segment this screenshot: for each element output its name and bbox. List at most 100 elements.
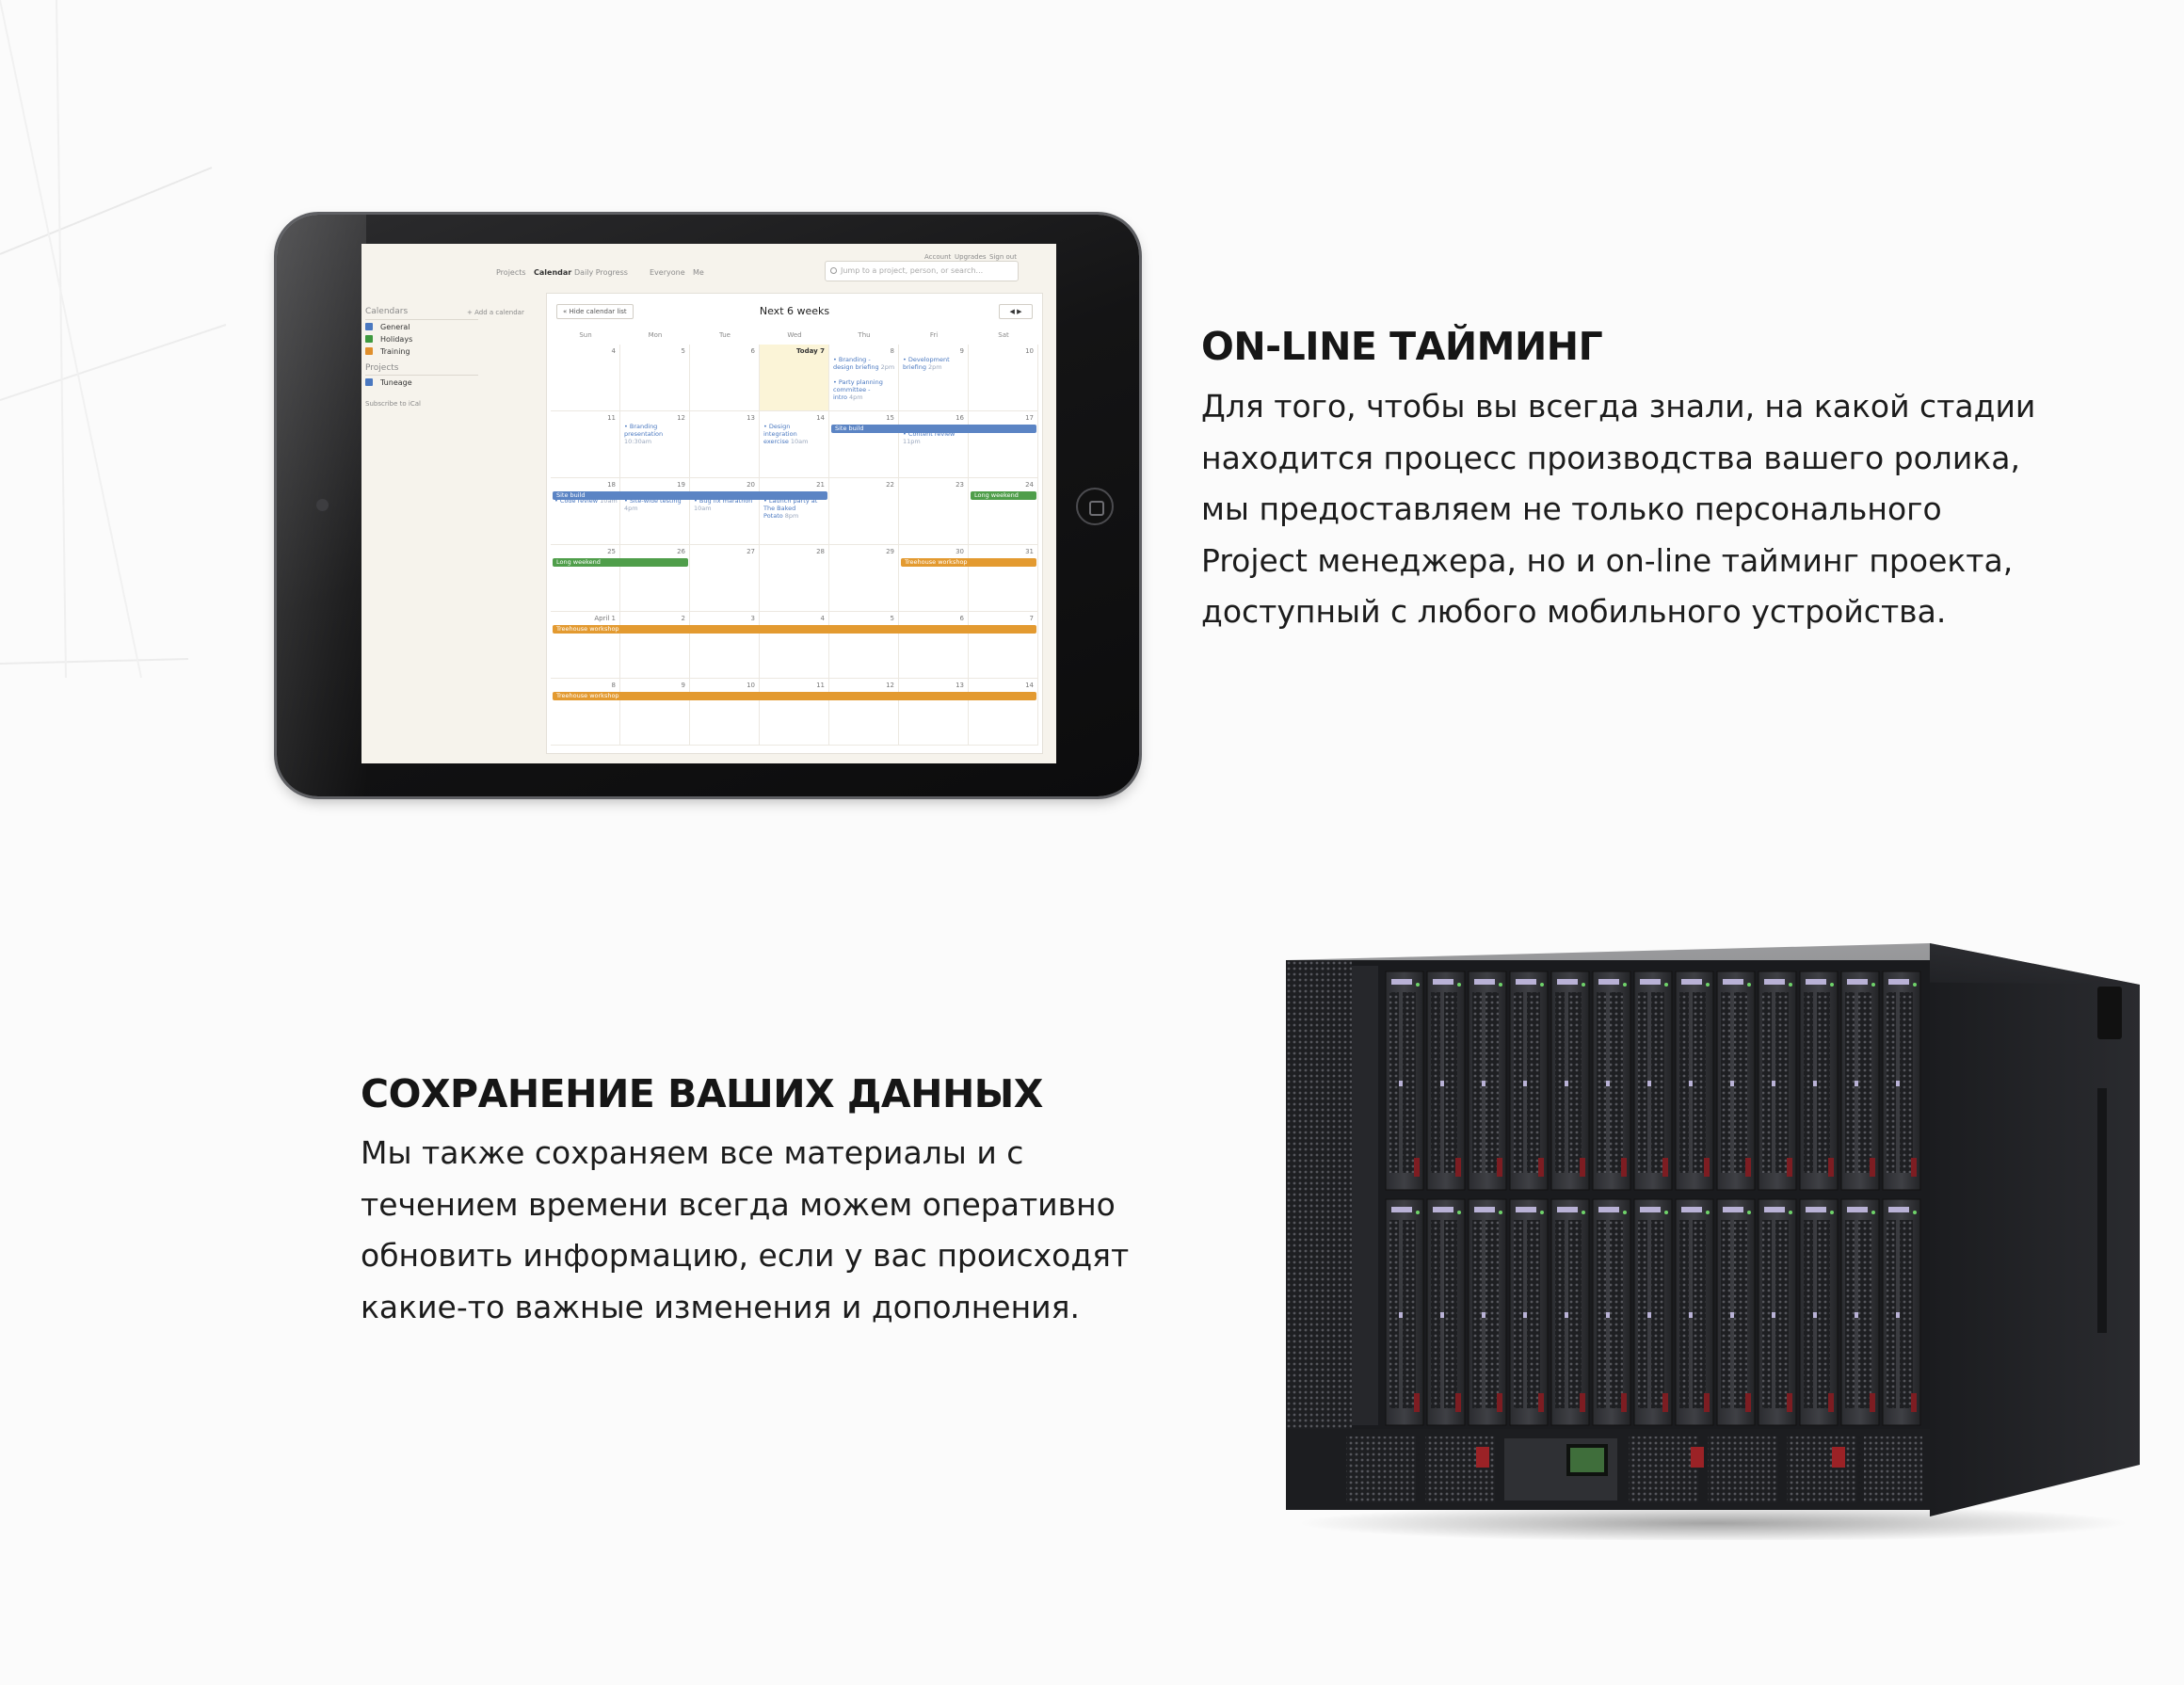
calendar-day-cell[interactable]: 18• Code review 10am	[551, 478, 620, 545]
signout-link[interactable]: Sign out	[989, 253, 1017, 261]
day-number: 17	[1025, 414, 1034, 422]
day-number: 10	[747, 682, 755, 689]
day-number: 15	[886, 414, 894, 422]
sidebar-item-holidays[interactable]: Holidays	[365, 334, 412, 344]
calendar-day-cell[interactable]: 4	[551, 345, 620, 411]
calendar-event[interactable]: • Content review 11pm	[903, 430, 956, 445]
calendar-event[interactable]: • Launch party at The Baked Potato 8pm	[763, 497, 818, 520]
calendar-day-cell[interactable]: 8	[551, 679, 620, 746]
calendar-day-cell[interactable]: 6	[690, 345, 760, 411]
day-number: 29	[886, 548, 894, 555]
nav-projects[interactable]: Projects	[496, 268, 526, 277]
day-number: 13	[747, 414, 755, 422]
day-number: 7	[1029, 615, 1034, 622]
day-number: 10	[1025, 347, 1034, 355]
calendar-event-bar[interactable]: Long weekend	[971, 491, 1036, 500]
calendar-day-cell[interactable]: 12	[829, 679, 899, 746]
calendar-event[interactable]: • Bug fix marathon 10am	[694, 497, 753, 512]
calendar-day-cell[interactable]: April 1	[551, 612, 620, 679]
calendar-day-cell[interactable]: 10	[969, 345, 1038, 411]
day-number: 4	[820, 615, 825, 622]
subscribe-ical-link[interactable]: Subscribe to iCal	[365, 400, 421, 408]
calendar-event[interactable]: • Code review 10am	[554, 497, 618, 505]
calendar-day-cell[interactable]: 15	[829, 411, 899, 478]
calendar-day-cell[interactable]: 13	[899, 679, 969, 746]
calendar-event-bar[interactable]: Treehouse workshop	[553, 692, 1036, 700]
calendar-day-cell[interactable]: 22	[829, 478, 899, 545]
nav-calendar[interactable]: Calendar	[534, 268, 572, 277]
calendar-event-bar[interactable]: Site build	[553, 491, 827, 500]
nav-daily-progress[interactable]: Daily Progress	[574, 268, 628, 277]
server-blade	[1509, 1198, 1549, 1426]
sidebar-item-general[interactable]: General	[365, 322, 410, 331]
calendar-event[interactable]: • Branding - design briefing 2pm	[833, 356, 895, 371]
calendar-event-bar[interactable]: Long weekend	[553, 558, 688, 567]
calendar-day-cell[interactable]: 10	[690, 679, 760, 746]
timing-line: находится процесс производства вашего ро…	[1201, 439, 2020, 476]
day-number: 5	[681, 347, 685, 355]
calendar-day-cell[interactable]: 28	[760, 545, 829, 612]
calendar-day-cell[interactable]: 19• Site-wide testing 4pm	[620, 478, 690, 545]
server-blade	[1758, 1198, 1797, 1426]
day-number: 11	[607, 414, 616, 422]
calendar-day-cell[interactable]: 5	[829, 612, 899, 679]
calendar-day-cell[interactable]: 8• Branding - design briefing 2pm• Party…	[829, 345, 899, 411]
calendar-event[interactable]: • Party planning committee - intro 4pm	[833, 378, 883, 401]
calendar-event[interactable]: • Design integration exercise 10am	[763, 423, 809, 445]
calendar-day-cell[interactable]: 30	[899, 545, 969, 612]
server-blade	[1385, 971, 1424, 1191]
calendar-day-cell[interactable]: 7	[969, 612, 1038, 679]
upgrades-link[interactable]: Upgrades	[955, 253, 987, 261]
weekday-label: Sun	[579, 331, 592, 339]
hide-calendar-list-button[interactable]: « Hide calendar list	[556, 304, 634, 319]
calendar-day-cell[interactable]: 31	[969, 545, 1038, 612]
day-number: 31	[1025, 548, 1034, 555]
calendar-day-cell[interactable]: 2	[620, 612, 690, 679]
calendar-day-cell[interactable]: 23	[899, 478, 969, 545]
calendar-event-bar[interactable]: Treehouse workshop	[901, 558, 1036, 567]
calendar-day-cell[interactable]: 9• Development briefing 2pm	[899, 345, 969, 411]
calendar-day-cell[interactable]: 25	[551, 545, 620, 612]
calendar-nav-arrows[interactable]: ◀ ▶	[999, 304, 1033, 319]
calendar-day-cell[interactable]: 26	[620, 545, 690, 612]
calendar-event[interactable]: • Development briefing 2pm	[903, 356, 950, 371]
calendar-day-cell[interactable]: 17	[969, 411, 1038, 478]
calendar-day-cell[interactable]: 12• Branding presentation 10:30am	[620, 411, 690, 478]
storage-line: обновить информацию, если у вас происход…	[361, 1237, 1130, 1274]
search-input[interactable]: Jump to a project, person, or search...	[825, 261, 1019, 281]
nav-everyone[interactable]: Everyone	[650, 268, 685, 277]
calendar-day-cell[interactable]: 9	[620, 679, 690, 746]
calendar-event-bar[interactable]: Treehouse workshop	[553, 625, 1036, 634]
calendar-day-cell[interactable]: 13	[690, 411, 760, 478]
calendar-day-cell[interactable]: 11	[760, 679, 829, 746]
sidebar-item-training[interactable]: Training	[365, 346, 410, 356]
calendar-panel: « Hide calendar list Next 6 weeks ◀ ▶ Su…	[546, 293, 1043, 754]
calendar-day-cell[interactable]: 20• Bug fix marathon 10am	[690, 478, 760, 545]
calendar-day-cell[interactable]: 6	[899, 612, 969, 679]
calendar-event-bar[interactable]: Site build	[831, 425, 1036, 433]
calendar-day-cell[interactable]: 27	[690, 545, 760, 612]
account-link[interactable]: Account	[924, 253, 952, 261]
add-calendar-link[interactable]: + Add a calendar	[467, 309, 524, 316]
calendar-day-cell[interactable]: 14• Design integration exercise 10am	[760, 411, 829, 478]
calendar-day-cell[interactable]: 16• Content review 11pm	[899, 411, 969, 478]
server-blade	[1426, 1198, 1466, 1426]
calendar-day-cell[interactable]: 14	[969, 679, 1038, 746]
calendar-day-cell[interactable]: 11	[551, 411, 620, 478]
timing-paragraph: Для того, чтобы вы всегда знали, на како…	[1201, 381, 2035, 638]
sidebar-item-tuneage[interactable]: Tuneage	[365, 377, 412, 387]
calendar-day-cell[interactable]: 5	[620, 345, 690, 411]
calendar-day-cell[interactable]: 21• Launch party at The Baked Potato 8pm	[760, 478, 829, 545]
calendar-day-cell[interactable]: 29	[829, 545, 899, 612]
day-number: 4	[611, 347, 616, 355]
server-blade	[1716, 971, 1756, 1191]
calendar-day-cell[interactable]: 24	[969, 478, 1038, 545]
calendar-day-cell[interactable]: 3	[690, 612, 760, 679]
calendar-event[interactable]: • Site-wide testing 4pm	[624, 497, 682, 512]
nav-me[interactable]: Me	[693, 268, 704, 277]
day-number: 25	[607, 548, 616, 555]
calendar-day-cell[interactable]: Today 7	[760, 345, 829, 411]
calendar-day-cell[interactable]: 4	[760, 612, 829, 679]
calendar-event[interactable]: • Branding presentation 10:30am	[624, 423, 664, 445]
weekday-label: Fri	[929, 331, 939, 339]
